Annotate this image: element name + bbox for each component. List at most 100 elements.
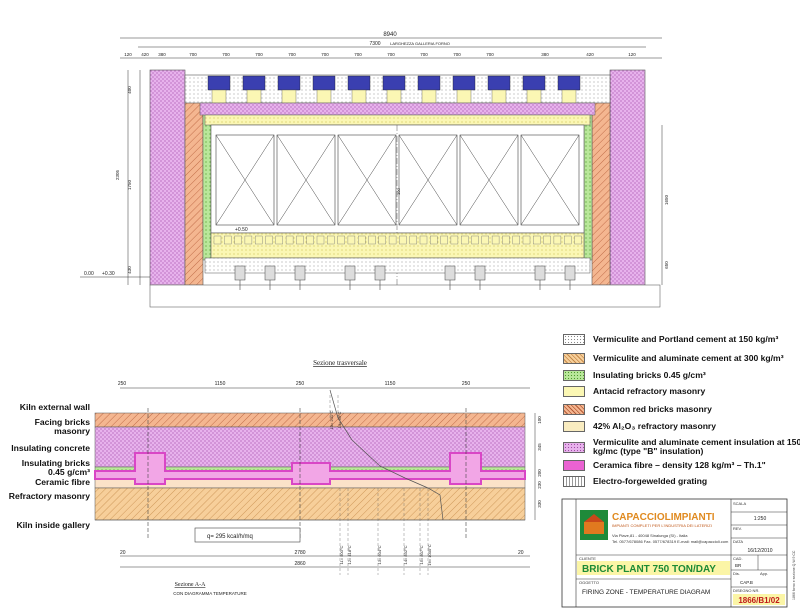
roof-block <box>487 75 511 91</box>
scale-value: 1:250 <box>754 516 767 522</box>
car-brick <box>285 235 294 245</box>
roof-hanger <box>526 89 542 104</box>
label-facing-bricks: Facing bricks masonry <box>34 417 90 436</box>
label-insulating-concrete: Insulating concrete <box>11 443 90 453</box>
roof-block <box>382 75 406 91</box>
drawing-number: 1866/B1/02 <box>738 596 780 605</box>
car-brick <box>358 235 366 245</box>
car-brick <box>409 235 417 245</box>
car-brick <box>471 235 479 245</box>
wheel <box>344 265 356 281</box>
car-brick <box>234 235 242 245</box>
legend-item: 42% Al₂O₃ refractory masonry <box>563 419 716 433</box>
label-ceramic-fibre: Ceramic fibre <box>35 477 90 487</box>
date-value: 16/12/2010 <box>747 548 772 554</box>
top-dim: 700 <box>189 52 197 57</box>
section-top-dim: 250 <box>118 381 127 387</box>
temperature-label: 13= 201°C <box>329 410 334 429</box>
drawing-label: DISEGNO NR. <box>733 588 759 593</box>
load-stack <box>398 134 458 226</box>
company-name: CAPACCIOLIMPIANTI <box>612 512 715 523</box>
roof-blocks <box>207 75 581 104</box>
car-brick <box>553 235 562 245</box>
temperature-label: 14= 832°C <box>403 545 408 564</box>
roof-hanger <box>491 89 507 104</box>
roof-block <box>207 75 231 91</box>
legend-label: 42% Al₂O₃ refractory masonry <box>593 420 717 431</box>
legend-label: Vermiculite and aluminate cement at 300 … <box>593 352 784 363</box>
car-brick <box>296 235 304 245</box>
legend-swatch <box>563 352 585 364</box>
roof-block <box>347 75 371 91</box>
top-dim: 700 <box>222 52 230 57</box>
right-dimension-labels: 1650 650 <box>664 194 669 268</box>
label-insulating-bricks: Insulating bricks 0.45 g/cm³ <box>21 458 90 477</box>
temperature-label: 11= 500°C <box>339 546 344 565</box>
car-brick <box>450 235 459 245</box>
label-external-wall: Kiln external wall <box>19 402 90 412</box>
car-brick <box>368 235 376 245</box>
kiln-loads <box>215 134 580 226</box>
drawing-side-note: 1866 forno e sezione Q.W.9 CC <box>792 550 796 600</box>
top-dim: 380 <box>158 52 166 57</box>
legend-item: Insulating bricks 0.45 g/cm³ <box>563 368 706 382</box>
legend-label: Insulating bricks 0.45 g/cm³ <box>593 369 706 380</box>
car-brick <box>337 235 345 245</box>
left-dim: 400 <box>127 86 132 94</box>
dis-label: Dis. <box>733 571 740 576</box>
temperature-label: 13= 604°C <box>377 545 382 564</box>
inner-width-dim: 7300 <box>369 41 380 47</box>
car-brick <box>481 235 489 245</box>
cad-label: CAD. <box>733 556 743 561</box>
subject-label: OGGETTO <box>579 580 599 585</box>
right-dim: 1650 <box>664 194 669 205</box>
legend-label: Antacid refractory masonry <box>593 385 706 396</box>
roof-hanger <box>211 89 227 104</box>
left-dim: 2305 <box>115 169 120 180</box>
roof-hanger <box>316 89 332 104</box>
car-brick <box>564 235 572 245</box>
car-brick <box>574 235 582 245</box>
car-brick <box>388 235 397 245</box>
legend-item: Electro-forgewelded grating <box>563 474 707 488</box>
section-subtitle: Sezione A-A <box>175 582 206 588</box>
center-dim: 100 <box>396 188 401 195</box>
section-right-dim: 200 <box>537 469 542 477</box>
temperature-label: 15= 807°C <box>419 545 424 564</box>
car-brick <box>327 235 335 245</box>
car-brick <box>512 235 520 245</box>
temperature-label: 16= 1000°C <box>427 544 432 565</box>
section-top-dim: 250 <box>296 381 305 387</box>
car-brick <box>275 235 283 245</box>
car-brick <box>533 235 541 245</box>
label-inside-gallery: Kiln inside gallery <box>16 520 90 530</box>
roof-block <box>452 75 476 91</box>
legend-swatch <box>563 403 585 415</box>
car-brick <box>306 235 314 245</box>
legend-item: Common red bricks masonry <box>563 402 712 416</box>
roof-block <box>312 75 336 91</box>
car-brick <box>430 235 438 245</box>
car-brick <box>522 235 531 245</box>
top-dim: 420 <box>586 52 594 57</box>
title-block: CAPACCIOLIMPIANTI IMPIANTI COMPLETI PER … <box>561 498 796 608</box>
legend-swatch <box>563 420 585 432</box>
load-stack <box>520 134 580 226</box>
right-dim: 650 <box>664 261 669 269</box>
client-label: CLIENTE <box>579 556 596 561</box>
car-brick <box>502 235 510 245</box>
section-subtitle-note: CON DIAGRAMMA TEMPERATURE <box>173 591 247 596</box>
car-grid <box>213 235 582 245</box>
left-dim: 1750 <box>127 179 132 190</box>
top-dim: 380 <box>541 52 549 57</box>
legend-label: Ceramica fibre – density 128 kg/m³ – Th.… <box>593 459 766 470</box>
top-dim: 120 <box>124 52 132 57</box>
car-brick <box>213 235 222 245</box>
legend-swatch <box>563 459 585 471</box>
elevation-plus: +0.30 <box>102 271 115 277</box>
legend-item: Vermiculite and aluminate cement at 300 … <box>563 351 784 365</box>
